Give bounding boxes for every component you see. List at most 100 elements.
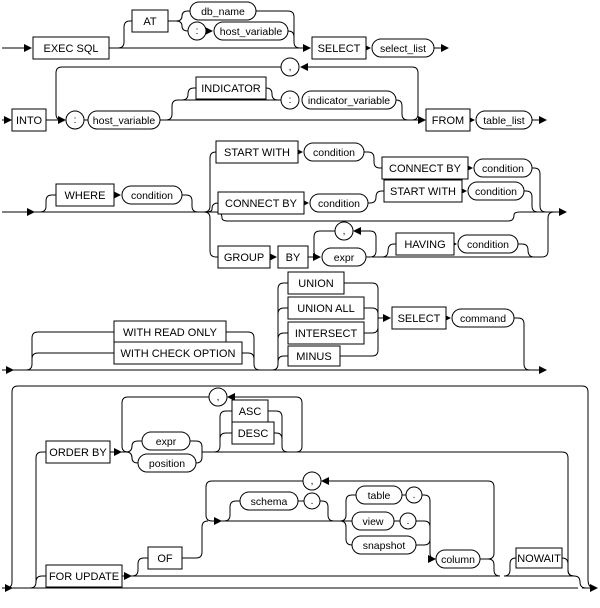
keyword-order-by-label: ORDER BY	[49, 447, 107, 459]
terminal-expr-order-label: expr	[156, 436, 177, 448]
diagram-nodes: EXEC SQL AT SELECT INTO INDICATOR FROM W…	[11, 1, 563, 588]
keyword-with-read-only-label: WITH READ ONLY	[123, 327, 218, 339]
terminal-table: table	[355, 485, 403, 505]
terminal-condition-having: condition	[457, 234, 519, 254]
keyword-connect-by-2: CONNECT BY	[217, 191, 305, 215]
terminal-table-list-label: table_list	[483, 115, 525, 127]
keyword-connect-by-1: CONNECT BY	[381, 156, 469, 180]
terminal-select-list: select_list	[371, 38, 435, 58]
terminal-column: column	[435, 549, 481, 569]
keyword-with-check-option: WITH CHECK OPTION	[113, 341, 243, 365]
terminal-db-name-label: db_name	[201, 6, 245, 18]
punct-comma-group-loop-label: ,	[343, 226, 346, 237]
terminal-condition-where-label: condition	[131, 190, 173, 202]
keyword-select-1: SELECT	[311, 36, 367, 60]
keyword-connect-by-1-label: CONNECT BY	[389, 163, 462, 175]
keyword-into: INTO	[11, 108, 47, 132]
keyword-for-update-label: FOR UPDATE	[49, 571, 119, 583]
terminal-host-variable-1-label: host_variable	[220, 26, 283, 38]
keyword-asc: ASC	[231, 399, 269, 423]
keyword-with-read-only: WITH READ ONLY	[113, 320, 227, 344]
terminal-condition-having-label: condition	[467, 239, 509, 251]
keyword-connect-by-2-label: CONNECT BY	[225, 198, 298, 210]
keyword-exec-sql: EXEC SQL	[32, 36, 110, 60]
terminal-view-label: view	[362, 516, 383, 528]
keyword-desc-label: DESC	[238, 428, 269, 440]
keyword-from: FROM	[425, 108, 471, 132]
terminal-table-label: table	[368, 490, 391, 502]
terminal-select-list-label: select_list	[380, 43, 426, 55]
keyword-indicator-label: INDICATOR	[201, 83, 261, 95]
keyword-select-2: SELECT	[391, 306, 447, 330]
keyword-exec-sql-label: EXEC SQL	[43, 43, 98, 55]
keyword-union-all-label: UNION ALL	[297, 303, 354, 315]
keyword-desc: DESC	[231, 421, 275, 445]
keyword-having: HAVING	[395, 232, 455, 256]
punct-period-view: .	[399, 512, 417, 530]
terminal-indicator-variable-label: indicator_variable	[308, 95, 390, 107]
keyword-asc-label: ASC	[239, 406, 262, 418]
keyword-minus: MINUS	[287, 345, 341, 367]
terminal-condition-connect-by-2-label: condition	[318, 198, 360, 210]
terminal-condition-start-with-1-label: condition	[313, 147, 355, 159]
keyword-group-label: GROUP	[224, 252, 264, 264]
keyword-start-with-1-label: START WITH	[224, 147, 290, 159]
punct-period-schema: .	[303, 492, 321, 510]
punct-period-schema-label: .	[311, 496, 314, 507]
punct-period-table-label: .	[413, 490, 416, 501]
terminal-condition-where: condition	[121, 185, 183, 205]
punct-period-table: .	[405, 486, 423, 504]
punct-comma-update-loop: ,	[302, 471, 322, 491]
terminal-column-label: column	[441, 554, 475, 566]
terminal-condition-start-with-2-label: condition	[475, 186, 517, 198]
terminal-schema-label: schema	[251, 496, 288, 508]
keyword-by-label: BY	[286, 252, 301, 264]
punct-comma-into-loop-label: ,	[289, 62, 292, 73]
terminal-snapshot-label: snapshot	[363, 540, 406, 552]
terminal-position-label: position	[149, 458, 185, 470]
terminal-command-label: command	[460, 313, 506, 325]
punct-comma-update-loop-label: ,	[311, 476, 314, 487]
keyword-union-label: UNION	[298, 278, 334, 290]
keyword-of-label: OF	[157, 553, 173, 565]
keyword-where: WHERE	[55, 183, 115, 207]
keyword-group: GROUP	[217, 245, 271, 269]
terminal-indicator-variable: indicator_variable	[301, 90, 397, 110]
keyword-start-with-2-label: START WITH	[390, 186, 456, 198]
terminal-condition-connect-by-1: condition	[473, 158, 533, 178]
keyword-start-with-1: START WITH	[215, 140, 299, 164]
terminal-command: command	[451, 308, 515, 328]
punct-comma-into-loop: ,	[280, 57, 300, 77]
terminal-expr-group: expr	[321, 247, 367, 267]
keyword-union: UNION	[287, 271, 345, 295]
terminal-expr-order: expr	[141, 431, 191, 451]
terminal-condition-connect-by-1-label: condition	[482, 163, 524, 175]
terminal-table-list: table_list	[475, 110, 533, 130]
keyword-of: OF	[147, 546, 183, 570]
punct-colon-at: :	[187, 21, 207, 41]
terminal-host-variable-2: host_variable	[87, 110, 161, 130]
punct-period-view-label: .	[407, 516, 410, 527]
keyword-start-with-2: START WITH	[383, 179, 463, 203]
keyword-order-by: ORDER BY	[45, 440, 111, 464]
keyword-nowait-label: NOWAIT	[517, 553, 561, 565]
punct-comma-order-loop: ,	[208, 387, 228, 407]
keyword-at-label: AT	[143, 16, 157, 28]
keyword-from-label: FROM	[432, 115, 464, 127]
terminal-snapshot: snapshot	[351, 535, 417, 555]
keyword-select-1-label: SELECT	[318, 43, 361, 55]
punct-colon-into-label: :	[74, 115, 77, 126]
terminal-condition-connect-by-2: condition	[309, 193, 369, 213]
punct-comma-order-loop-label: ,	[217, 392, 220, 403]
punct-colon-indicator-label: :	[289, 95, 292, 106]
terminal-expr-group-label: expr	[334, 252, 355, 264]
keyword-for-update: FOR UPDATE	[45, 564, 123, 588]
terminal-host-variable-2-label: host_variable	[93, 115, 156, 127]
keyword-with-check-option-label: WITH CHECK OPTION	[121, 348, 236, 360]
terminal-condition-start-with-1: condition	[303, 142, 365, 162]
keyword-by: BY	[277, 245, 309, 269]
keyword-select-2-label: SELECT	[398, 313, 441, 325]
keyword-indicator: INDICATOR	[195, 76, 267, 100]
keyword-where-label: WHERE	[65, 190, 106, 202]
keyword-union-all: UNION ALL	[287, 296, 365, 320]
